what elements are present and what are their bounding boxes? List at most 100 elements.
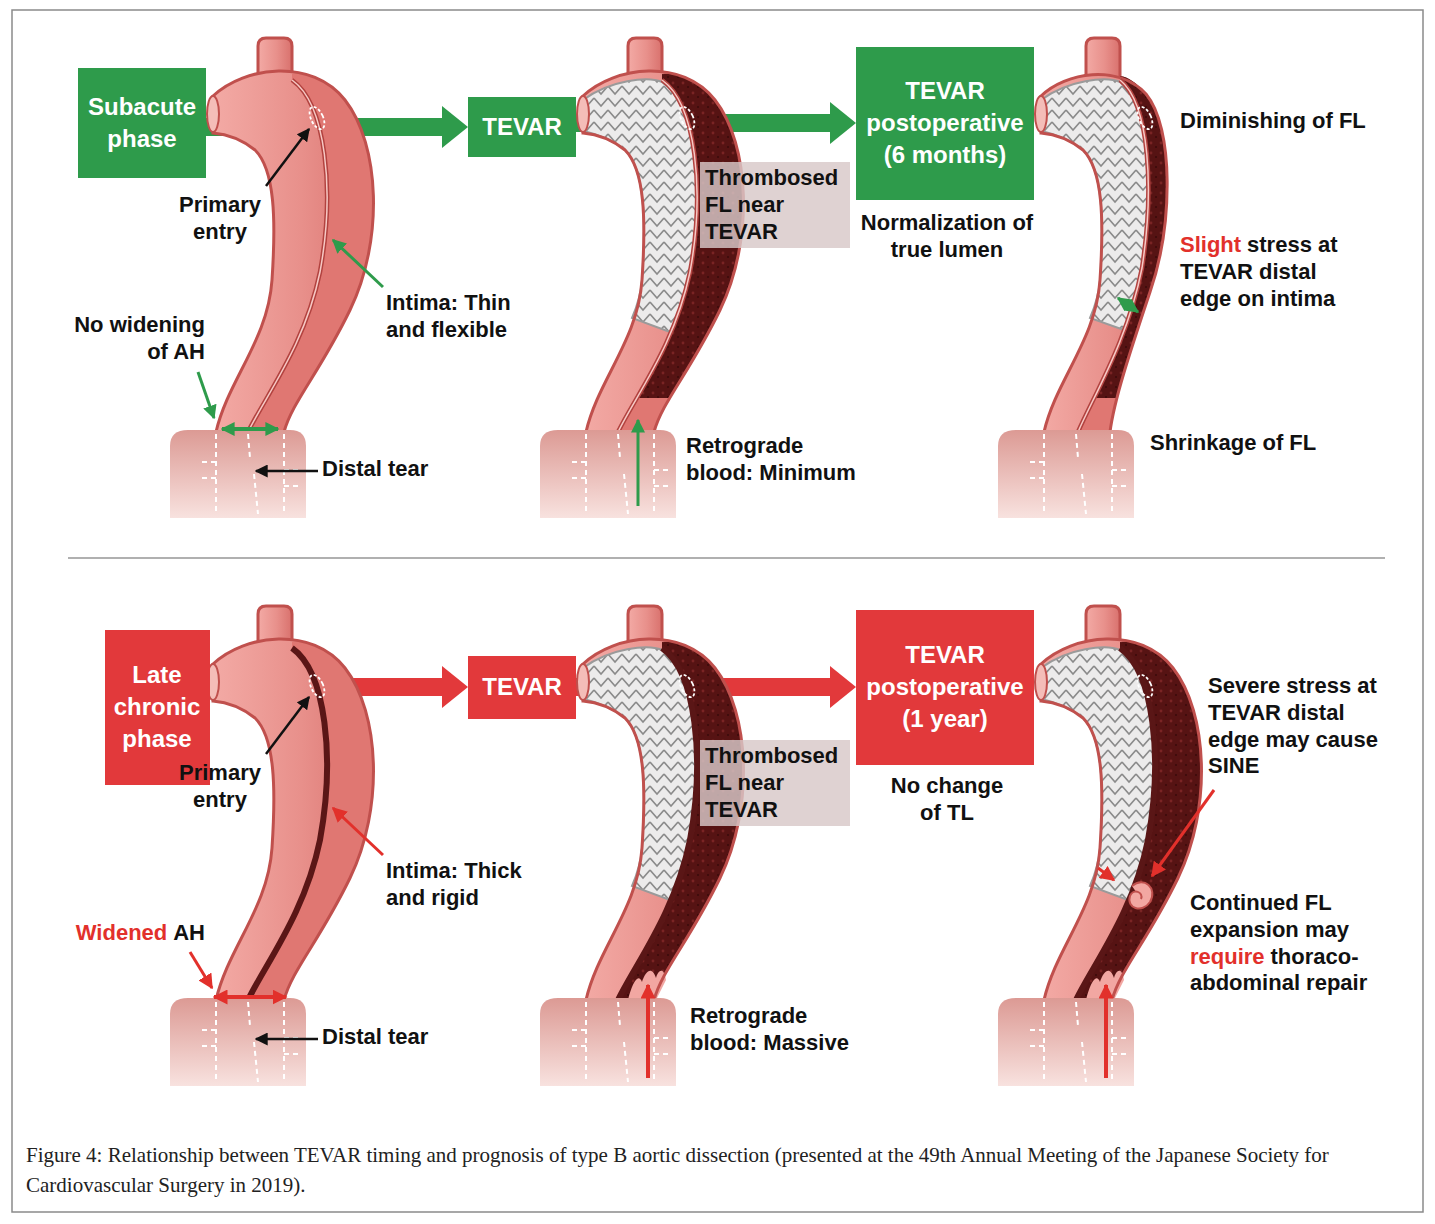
aorta-wall <box>213 639 373 1000</box>
annotation-label: Thrombosed FL near TEVAR <box>705 743 838 822</box>
annotation-label: Distal tear <box>322 456 428 481</box>
diaphragm <box>998 430 1134 518</box>
label-group: Normalization of true lumen <box>842 210 1052 264</box>
box-text: TEVAR <box>482 111 562 143</box>
aorta-cut-end <box>577 96 589 132</box>
annotation-label: Intima: Thick and rigid <box>386 858 522 910</box>
label-patch: Thrombosed FL near TEVAR <box>700 740 850 826</box>
label-group: Retrograde blood: Minimum <box>686 433 864 487</box>
aorta-wall <box>213 71 373 432</box>
leader-arrow <box>198 372 214 418</box>
aorta-wall <box>1041 639 1201 1000</box>
annotation-label: Distal tear <box>322 1024 428 1049</box>
box-text: TEVAR postoperative (6 months) <box>864 75 1026 170</box>
phase-box: Subacute phase <box>78 68 206 178</box>
aorta-outline <box>213 71 373 432</box>
label-group: Diminishing of FL <box>1180 108 1405 135</box>
intima-flap <box>248 648 327 1000</box>
label-group: No change of TL <box>882 773 1012 827</box>
label-group: Slightstress at TEVAR distal edge on int… <box>1180 232 1365 312</box>
hiatus-width-arrow <box>214 995 286 999</box>
primary-entry-mark <box>676 673 697 700</box>
primary-entry-mark <box>676 105 697 132</box>
label-group: Retrograde blood: Massive <box>690 1003 868 1057</box>
aorta-wall <box>583 71 743 432</box>
label-group: Distal tear <box>322 1024 472 1051</box>
phase-box: TEVAR <box>468 656 576 719</box>
leader-arrow <box>333 240 383 287</box>
intima-flap <box>248 80 327 432</box>
primary-entry-mark <box>1134 105 1155 132</box>
flow-arrow <box>637 420 640 506</box>
aorta-wall <box>1041 75 1167 432</box>
annotation-label: Intima: Thin and flexible <box>386 290 511 342</box>
leader-arrow <box>1152 790 1214 876</box>
label-group: Primary entry <box>170 192 270 246</box>
aorta-outline <box>1041 639 1201 1000</box>
label-group: WidenedAH <box>45 920 205 947</box>
annotation-label: No widening of AH <box>74 312 205 364</box>
annotation-label: Shrinkage of FL <box>1150 430 1316 455</box>
intima-flap <box>1076 648 1155 1000</box>
annotation-label: Slight <box>1180 232 1241 257</box>
primary-entry-mark <box>306 673 327 700</box>
intima-flap <box>618 80 697 432</box>
leader-arrow <box>190 952 212 988</box>
aorta-cut-end <box>577 664 589 700</box>
hiatus-width-arrow <box>222 427 278 431</box>
annotation-label: Normalization of true lumen <box>861 210 1033 262</box>
aorta-cut-end <box>1035 96 1047 132</box>
aorta-cut-end <box>1035 664 1047 700</box>
box-text: TEVAR <box>482 671 562 703</box>
row-divider <box>68 557 1385 559</box>
label-group: Shrinkage of FL <box>1150 430 1380 457</box>
sine-bulge <box>1129 882 1152 908</box>
primary-entry-mark <box>306 105 327 132</box>
label-group: Severe stress at TEVAR distal edge may c… <box>1208 673 1393 780</box>
leader-arrow <box>256 1038 318 1041</box>
box-text: Late chronic phase <box>113 659 202 754</box>
phase-box: TEVAR <box>468 97 576 157</box>
diaphragm <box>170 430 306 518</box>
stent-graft <box>1041 79 1148 330</box>
phase-box: TEVAR postoperative (1 year) <box>856 610 1034 765</box>
diaphragm <box>540 430 676 518</box>
annotation-label: Continued FL expansion may <box>1190 890 1349 942</box>
intima-flap <box>248 80 327 432</box>
intima-flap <box>618 648 697 1000</box>
box-text: TEVAR postoperative (1 year) <box>864 639 1026 734</box>
figure-caption: Figure 4: Relationship between TEVAR tim… <box>26 1140 1411 1201</box>
primary-entry-mark <box>1134 673 1155 700</box>
leader-arrow <box>256 470 318 473</box>
annotation-label: require <box>1190 944 1265 969</box>
label-group: Intima: Thin and flexible <box>386 290 546 344</box>
annotation-label: Widened <box>76 920 167 945</box>
annotation-label: Diminishing of FL <box>1180 108 1366 133</box>
flow-arrow <box>1104 985 1108 1078</box>
phase-box: TEVAR postoperative (6 months) <box>856 47 1034 200</box>
leader-arrow <box>266 129 309 186</box>
figure-frame <box>12 10 1423 1212</box>
annotation-label: No change of TL <box>891 773 1003 825</box>
aorta-outline <box>583 71 743 432</box>
leader-arrow <box>266 697 309 754</box>
label-group: Intima: Thick and rigid <box>386 858 546 912</box>
stress-arrow <box>1118 298 1138 312</box>
annotation-label: Retrograde blood: Massive <box>690 1003 849 1055</box>
aorta-outline <box>1041 75 1167 432</box>
stress-arrow <box>1098 868 1114 880</box>
intima-flap <box>1078 80 1148 432</box>
annotation-label: Thrombosed FL near TEVAR <box>705 165 838 244</box>
aorta-outline <box>213 639 373 1000</box>
label-group: Primary entry <box>170 760 270 814</box>
annotation-label: Severe stress at TEVAR distal edge may c… <box>1208 673 1378 778</box>
annotation-label: AH <box>173 920 205 945</box>
label-patch: Thrombosed FL near TEVAR <box>700 162 850 248</box>
annotation-label: Retrograde blood: Minimum <box>686 433 856 485</box>
box-text: Subacute phase <box>86 91 198 154</box>
annotation-label: Primary entry <box>179 192 261 244</box>
diaphragm <box>170 998 306 1086</box>
intima-flap <box>1078 80 1148 432</box>
aorta-cut-end <box>207 96 219 132</box>
